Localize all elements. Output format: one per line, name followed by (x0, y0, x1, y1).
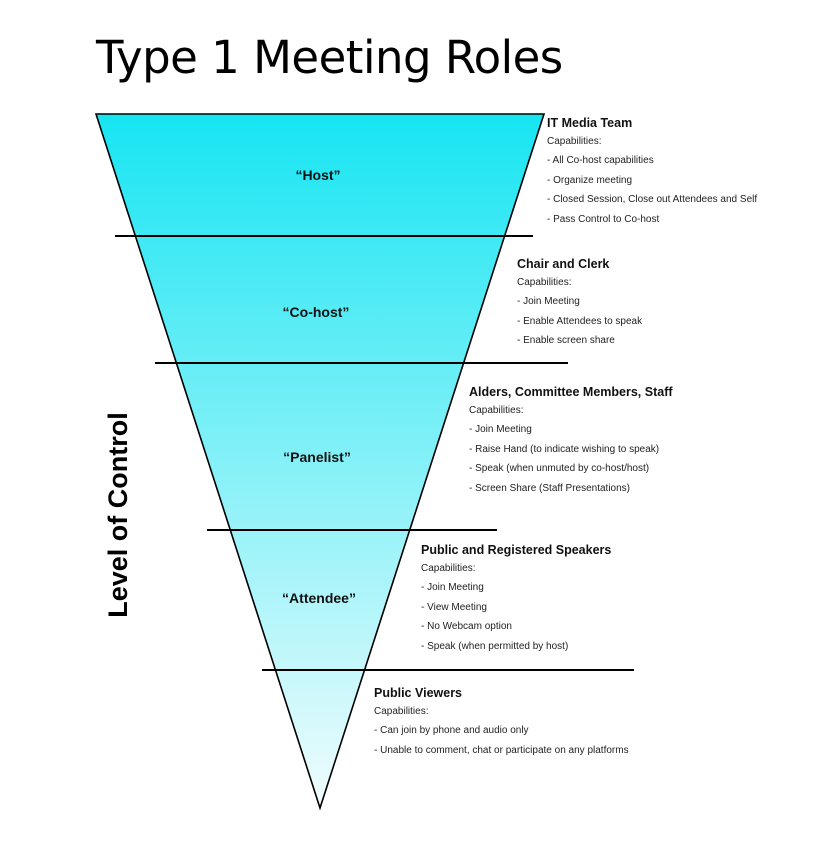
capability-item: - No Webcam option (421, 621, 512, 633)
capability-item: - View Meeting (421, 601, 487, 613)
capability-item: - Speak (when permitted by host) (421, 641, 569, 653)
capability-item: - Speak (when unmuted by co-host/host) (469, 463, 650, 475)
role-block-chair-and-clerk: Chair and Clerk Capabilities: - Join Mee… (517, 255, 642, 351)
tier-label-host: “Host” (295, 167, 340, 183)
axis-label-level-of-control: Level of Control (103, 412, 133, 618)
capabilities-label: Capabilities: (517, 277, 572, 288)
role-block-public-registered-speakers: Public and Registered Speakers Capabilit… (421, 541, 611, 657)
page-title: Type 1 Meeting Roles (96, 31, 563, 84)
tier-label-panelist: “Panelist” (283, 449, 351, 465)
capability-list: - Can join by phone and audio only - Una… (374, 721, 629, 760)
capability-list: - Join Meeting - Raise Hand (to indicate… (469, 420, 673, 499)
capability-list: - All Co-host capabilities - Organize me… (547, 151, 757, 230)
role-block-it-media-team: IT Media Team Capabilities: - All Co-hos… (547, 114, 757, 230)
capability-item: - Screen Share (Staff Presentations) (469, 483, 631, 495)
capability-item: - Raise Hand (to indicate wishing to spe… (469, 443, 660, 455)
tier-label-attendee: “Attendee” (282, 590, 356, 606)
role-heading: Public and Registered Speakers (421, 543, 612, 557)
capability-item: - Join Meeting (421, 582, 484, 593)
capability-list: - Join Meeting - View Meeting - No Webca… (421, 578, 611, 657)
capabilities-label: Capabilities: (421, 563, 476, 574)
funnel-triangle (94, 113, 546, 811)
tier-label-co-host: “Co-host” (283, 304, 350, 320)
capabilities-label: Capabilities: (469, 405, 524, 416)
capability-item: - Join Meeting (517, 296, 580, 307)
capability-item: - Enable Attendees to speak (517, 315, 643, 327)
role-heading: Public Viewers (374, 686, 463, 700)
role-heading: Alders, Committee Members, Staff (469, 385, 673, 399)
capability-item: - Pass Control to Co-host (547, 214, 660, 226)
capability-item: - Organize meeting (547, 174, 633, 186)
capability-item: - Join Meeting (469, 424, 532, 435)
capability-item: - Unable to comment, chat or participate… (374, 744, 629, 756)
capability-item: - Enable screen share (517, 335, 615, 347)
role-block-alders-committee-staff: Alders, Committee Members, Staff Capabil… (469, 383, 673, 499)
capability-item: - Closed Session, Close out Attendees an… (547, 194, 758, 206)
role-heading: Chair and Clerk (517, 257, 610, 271)
role-block-public-viewers: Public Viewers Capabilities: - Can join … (374, 684, 629, 760)
capabilities-label: Capabilities: (374, 706, 429, 717)
capability-list: - Join Meeting - Enable Attendees to spe… (517, 292, 642, 351)
capability-item: - All Co-host capabilities (547, 155, 654, 166)
capabilities-label: Capabilities: (547, 136, 602, 147)
role-heading: IT Media Team (547, 116, 633, 130)
capability-item: - Can join by phone and audio only (374, 725, 529, 736)
